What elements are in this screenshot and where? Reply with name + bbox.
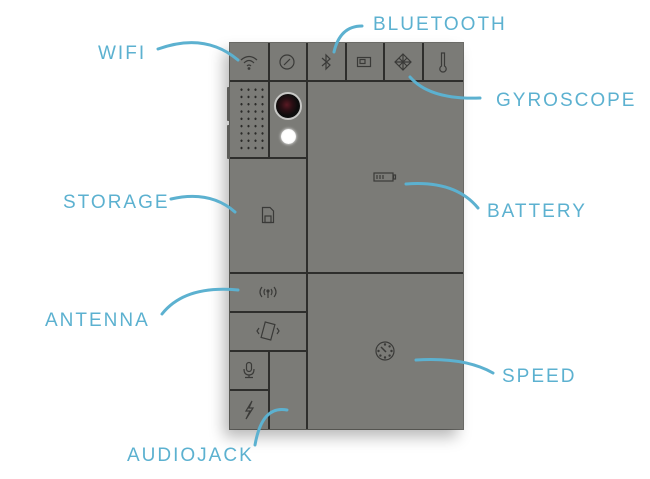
compass-icon [268, 43, 306, 80]
label-antenna: ANTENNA [45, 310, 150, 331]
divider [268, 80, 270, 157]
audiojack-module [269, 351, 306, 429]
label-speed: SPEED [502, 366, 577, 387]
label-wifi: WIFI [98, 43, 147, 64]
wifi-icon [230, 43, 268, 80]
divider [230, 311, 307, 313]
modular-phone [227, 43, 463, 429]
divider [383, 43, 385, 80]
speedometer-icon [307, 273, 463, 429]
lightning-icon [230, 390, 268, 429]
thermometer-icon [422, 43, 463, 80]
label-storage: STORAGE [63, 192, 170, 213]
camera-icon [274, 92, 302, 120]
label-audiojack: AUDIOJACK [127, 445, 254, 466]
divider [230, 157, 307, 159]
volume-up-button [227, 87, 230, 121]
label-gyroscope: GYROSCOPE [496, 90, 637, 111]
sim-icon [345, 43, 383, 80]
antenna-leader [160, 287, 240, 316]
battery-icon [307, 81, 463, 272]
vibrate-icon [230, 312, 306, 350]
speaker-module [230, 80, 268, 157]
divider [422, 43, 424, 80]
label-battery: BATTERY [487, 201, 587, 222]
divider [230, 389, 269, 391]
bluetooth-icon [306, 43, 345, 80]
divider [345, 43, 347, 80]
divider [230, 80, 463, 82]
volume-down-button [227, 125, 230, 159]
wifi-leader [156, 41, 240, 62]
storage-leader [169, 194, 237, 214]
flash-icon [281, 129, 296, 144]
label-bluetooth: BLUETOOTH [373, 14, 507, 35]
gyroscope-icon [383, 43, 422, 80]
speaker-grille-icon [238, 86, 266, 152]
antenna-icon [230, 273, 306, 311]
camera-module [230, 80, 307, 157]
microphone-icon [230, 351, 268, 389]
divider [230, 272, 463, 274]
sd-card-icon [230, 158, 306, 272]
divider [268, 43, 270, 80]
